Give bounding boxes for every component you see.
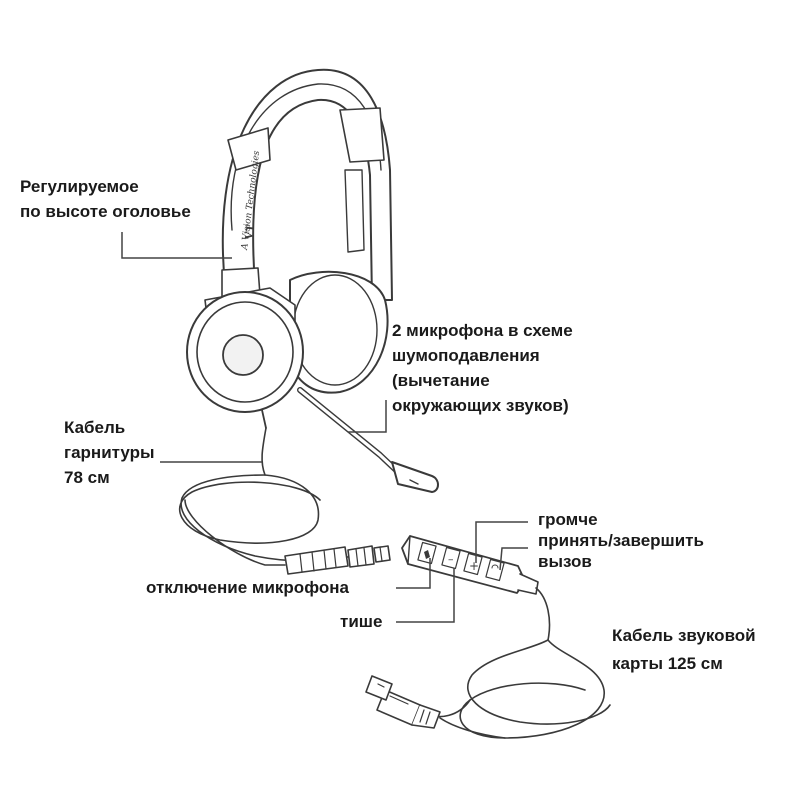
volume-up-leader bbox=[475, 521, 528, 563]
soundcard-cable bbox=[419, 587, 611, 739]
right-ear-cup bbox=[289, 270, 389, 394]
inline-controller: – + bbox=[401, 535, 539, 595]
headset-cable bbox=[179, 427, 356, 566]
microphones-label: 2 микрофона в схеме шумоподавления (выче… bbox=[392, 321, 573, 415]
headband: A Vision Technologies VT bbox=[221, 68, 393, 301]
volume-up-label: громче bbox=[538, 510, 598, 529]
headband-label: Регулируемое по высоте оголовье bbox=[20, 177, 191, 221]
leader-lines bbox=[121, 232, 528, 623]
volume-down-button bbox=[441, 546, 461, 570]
volume-down-label: тише bbox=[340, 612, 383, 631]
microphone-boom bbox=[297, 387, 439, 493]
left-ear-cup bbox=[186, 287, 304, 429]
volume-down-leader bbox=[396, 568, 455, 623]
audio-jack bbox=[284, 545, 391, 575]
usb-plug bbox=[365, 675, 441, 729]
microphone-leader bbox=[348, 400, 387, 433]
minus-glyph: – bbox=[448, 553, 454, 566]
headband-leader bbox=[121, 232, 232, 259]
soundcard-cable-label: Кабель звуковой карты 125 см bbox=[612, 626, 756, 673]
plus-glyph: + bbox=[469, 559, 479, 573]
headset-cable-label: Кабель гарнитуры 78 см bbox=[64, 418, 155, 487]
call-leader bbox=[499, 547, 528, 571]
mic-mute-label: отключение микрофона bbox=[146, 578, 349, 597]
answer-end-call-label: принять/завершить вызов bbox=[538, 531, 704, 571]
logo-mark: VT bbox=[244, 223, 257, 241]
call-button bbox=[485, 558, 505, 582]
mic-mute-leader bbox=[396, 558, 431, 589]
